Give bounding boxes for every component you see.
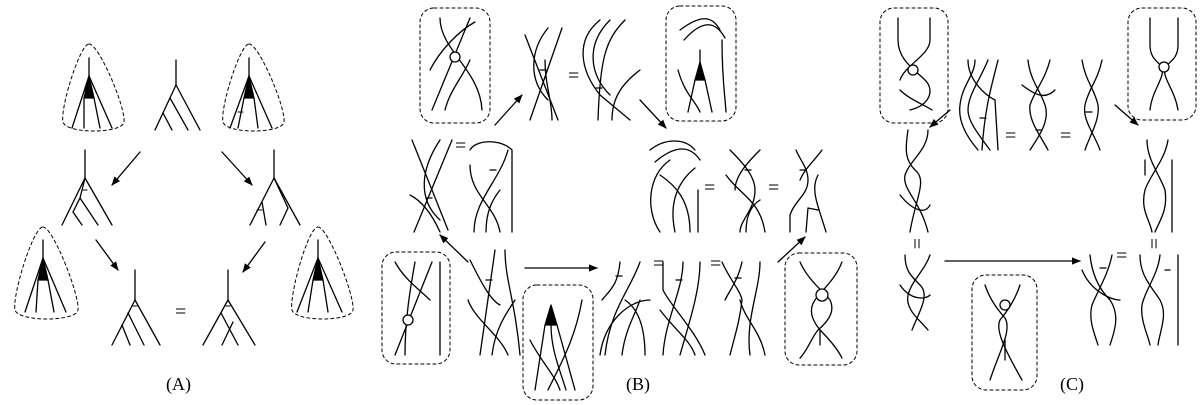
braid-c-right (1143, 139, 1173, 233)
arrow-a4 (242, 241, 266, 273)
braid-b2 (677, 18, 727, 113)
tree-a-top (154, 59, 201, 131)
braid-b-top1 (524, 27, 563, 121)
braid-c2 (1149, 17, 1179, 111)
equals-sign-c2: = (1060, 125, 1071, 147)
arrow-b1 (494, 94, 523, 126)
tree-a-botright (202, 269, 256, 346)
dashed-frame-a1 (62, 43, 125, 132)
braid-b4 (529, 299, 583, 391)
braid-c3 (984, 284, 1023, 381)
braid-b-midright1 (649, 140, 701, 233)
braid-c-left (899, 129, 931, 233)
equals-sign-b5: = (653, 253, 664, 275)
dashed-frame-b1 (419, 7, 491, 124)
panel-label-c: (C) (1060, 374, 1084, 395)
dashed-frame-c2 (1127, 7, 1197, 121)
tree-a-midleft (61, 149, 113, 226)
panel-a: = (A) (14, 43, 354, 395)
arrow-a1 (111, 151, 141, 186)
braid-b-bot2 (599, 261, 651, 356)
equals-sign-c5: = (1116, 245, 1127, 267)
equals-sign-c1: = (1005, 125, 1016, 147)
equals-sign-b3: = (704, 177, 715, 199)
braid-c1 (897, 17, 933, 111)
tree-a-midright (249, 149, 301, 226)
equals-sign-b1: = (568, 65, 579, 87)
equals-sign-b2: = (455, 135, 466, 157)
arrow-a2 (221, 151, 253, 186)
braid-c-top1 (959, 59, 999, 151)
braid-b-bot1 (467, 249, 521, 356)
arrow-b4 (777, 236, 806, 263)
braid-c-right2 (1139, 254, 1179, 346)
dashed-frame-a2 (222, 43, 285, 132)
braid-c-right3 (1081, 254, 1121, 346)
dashed-frame-c1 (879, 7, 949, 124)
braid-b5 (799, 261, 843, 359)
dashed-frame-b4 (522, 284, 594, 401)
braid-b3 (394, 261, 441, 356)
dashed-frame-b3 (381, 251, 451, 365)
braid-b1 (429, 17, 483, 111)
equals-sign-c4: = (1142, 238, 1164, 249)
tree-a2 (229, 57, 273, 129)
arrow-b2 (639, 99, 667, 129)
arrow-b3 (439, 234, 469, 263)
tree-a1 (71, 57, 113, 129)
equals-sign-a: = (175, 301, 186, 323)
dashed-frame-a4 (291, 226, 354, 320)
braid-b-midright3 (789, 149, 827, 233)
tree-a3 (24, 239, 67, 313)
panel-b: = = (381, 5, 858, 401)
equals-sign-b6: = (710, 253, 721, 275)
braid-b-top2 (582, 19, 641, 121)
braid-b-midleft1 (409, 139, 453, 233)
braid-b-bot4 (721, 261, 766, 356)
braid-c-top3 (1081, 59, 1103, 151)
tree-a4 (296, 239, 343, 313)
arrow-a3 (95, 239, 119, 271)
panel-label-a: (A) (166, 374, 191, 395)
equals-sign-c3: = (905, 238, 927, 249)
dashed-frame-b5 (784, 252, 858, 366)
tree-a-botleft (111, 269, 161, 346)
equals-sign-b4: = (768, 177, 779, 199)
braid-b-midleft2 (469, 141, 513, 233)
braid-b-midright2 (725, 149, 766, 233)
panel-label-b: (B) (626, 374, 650, 395)
panel-c: = = = = (879, 7, 1197, 395)
arrow-c1 (929, 109, 951, 128)
dashed-frame-b2 (665, 5, 737, 122)
braid-c-top2 (1021, 59, 1056, 151)
braid-b-bot3 (659, 261, 706, 356)
dashed-frame-c3 (971, 274, 1038, 391)
dashed-frame-a3 (14, 226, 79, 320)
braid-c-left2 (899, 254, 931, 331)
arrow-c2 (1114, 104, 1139, 126)
